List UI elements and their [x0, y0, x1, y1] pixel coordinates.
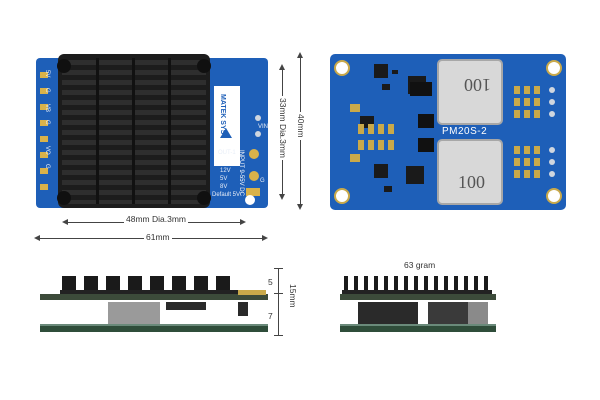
volt-8v-label: 8V	[220, 184, 228, 190]
inductor-value-1: 100	[464, 75, 491, 95]
height-bottom-label: 7	[268, 311, 273, 321]
pin-label-vb: VB	[44, 104, 50, 113]
side-view-short	[338, 272, 498, 336]
arrow-down-icon	[297, 204, 303, 210]
inductor-value-2: 100	[458, 172, 485, 192]
g-label: G	[260, 178, 265, 184]
side-view-long-illustration	[40, 276, 268, 332]
pin-label-5v: 5V	[44, 70, 50, 78]
heatsink-board-illustration	[36, 54, 268, 208]
arrow-right-icon	[240, 219, 246, 225]
model-label: PM20S-2	[442, 126, 488, 137]
hole-spacing-y-label: 33mm Dia.3mm	[278, 96, 288, 160]
pm20s-board-top-view	[330, 54, 566, 210]
volt-12v-label: 12V	[220, 168, 231, 174]
dimension-tick-icon	[274, 293, 283, 294]
board-width-label: 40mm	[296, 112, 306, 140]
dimension-tick-icon	[274, 268, 283, 269]
brand-label: MATEK SYS	[219, 94, 226, 135]
dimension-tick-icon	[274, 335, 283, 336]
side-view-short-illustration	[340, 276, 496, 332]
arrow-up-icon	[297, 52, 303, 58]
side-view-long	[38, 270, 270, 336]
out1-label: OUT-1	[218, 150, 236, 156]
hole-spacing-x-label: 48mm Dia.3mm	[124, 214, 188, 224]
pin-label-g3: G	[44, 164, 50, 169]
arrow-down-icon	[279, 194, 285, 200]
pin-label-g1: G	[44, 88, 50, 93]
pin-label-g2: G	[44, 120, 50, 125]
total-height-label: 15mm	[288, 284, 298, 308]
height-top-label: 5	[268, 277, 273, 287]
arrow-left-icon	[34, 235, 40, 241]
arrow-right-icon	[262, 235, 268, 241]
board-length-label: 61mm	[144, 232, 172, 242]
input-voltage-label: INPUT 9-55V DC	[238, 150, 244, 196]
arrow-up-icon	[279, 64, 285, 70]
pin-label-vo: VO	[44, 146, 50, 155]
arrow-left-icon	[62, 219, 68, 225]
default-voltage-label: Default 5V	[212, 192, 241, 198]
weight-label: 63 gram	[404, 260, 436, 270]
volt-5v-label: 5V	[220, 176, 228, 182]
vin-label: VIN	[258, 124, 269, 130]
pcb-top-illustration	[330, 54, 566, 210]
heatsink-board-top-view	[36, 54, 268, 208]
dimension-line-height	[278, 268, 279, 336]
